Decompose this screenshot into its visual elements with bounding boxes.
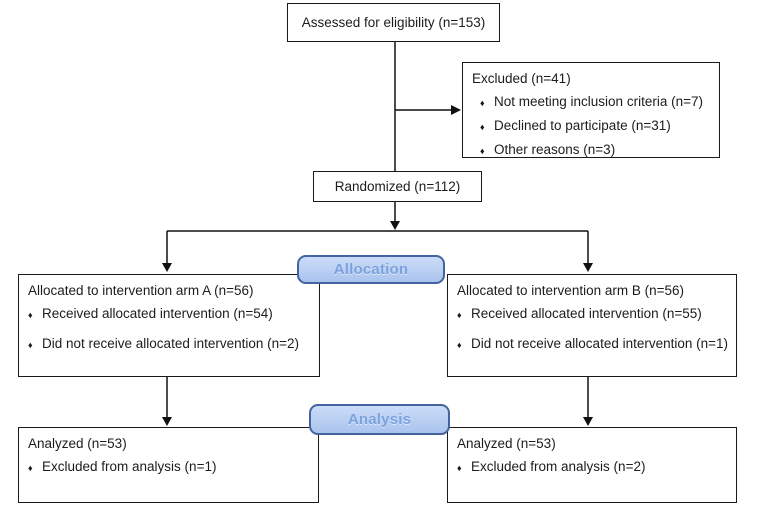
diamond-bullet-icon: ♦ bbox=[480, 98, 485, 108]
arrowhead-down-icon bbox=[583, 263, 593, 272]
diamond-bullet-icon: ♦ bbox=[457, 340, 462, 350]
diamond-bullet-icon: ♦ bbox=[28, 340, 33, 350]
allocation-banner-label: Allocation bbox=[333, 261, 409, 278]
arm-b-title: Allocated to intervention arm B (n=56) bbox=[457, 283, 684, 298]
diamond-bullet-icon: ♦ bbox=[480, 146, 485, 156]
arrowhead-right-icon bbox=[451, 105, 461, 115]
excluded-box: Excluded (n=41) ♦ Not meeting inclusion … bbox=[462, 62, 720, 158]
assessed-label: Assessed for eligibility (n=153) bbox=[301, 14, 486, 30]
arm-a-title: Allocated to intervention arm A (n=56) bbox=[28, 283, 254, 298]
analysis-a-title: Analyzed (n=53) bbox=[28, 436, 127, 451]
list-item: ♦ Not meeting inclusion criteria (n=7) bbox=[472, 92, 711, 113]
excluded-title: Excluded (n=41) bbox=[472, 71, 571, 86]
arm-a-box: Allocated to intervention arm A (n=56) ♦… bbox=[18, 274, 320, 377]
diamond-bullet-icon: ♦ bbox=[28, 463, 33, 473]
list-item: ♦ Did not receive allocated intervention… bbox=[28, 334, 311, 355]
randomized-label: Randomized (n=112) bbox=[334, 178, 461, 194]
list-item: ♦ Received allocated intervention (n=54) bbox=[28, 304, 311, 325]
analysis-a-box: Analyzed (n=53) ♦ Excluded from analysis… bbox=[18, 427, 319, 503]
randomized-box: Randomized (n=112) bbox=[313, 171, 482, 202]
list-item: ♦ Declined to participate (n=31) bbox=[472, 116, 711, 137]
arrowhead-down-icon bbox=[162, 417, 172, 426]
list-item: ♦ Did not receive allocated intervention… bbox=[457, 334, 728, 355]
list-item: ♦ Excluded from analysis (n=1) bbox=[28, 457, 310, 478]
list-item-label: Not meeting inclusion criteria (n=7) bbox=[494, 94, 703, 109]
assessed-box: Assessed for eligibility (n=153) bbox=[287, 3, 500, 42]
list-item: ♦ Received allocated intervention (n=55) bbox=[457, 304, 728, 325]
diamond-bullet-icon: ♦ bbox=[480, 122, 485, 132]
list-item-label: Did not receive allocated intervention (… bbox=[471, 336, 729, 351]
arrowhead-down-icon bbox=[162, 263, 172, 272]
list-item-label: Excluded from analysis (n=2) bbox=[471, 459, 646, 474]
list-item: ♦ Other reasons (n=3) bbox=[472, 140, 711, 161]
arm-b-box: Allocated to intervention arm B (n=56) ♦… bbox=[447, 274, 737, 377]
list-item-label: Declined to participate (n=31) bbox=[494, 118, 671, 133]
list-item-label: Other reasons (n=3) bbox=[494, 142, 616, 157]
analysis-banner: Analysis bbox=[309, 404, 450, 435]
list-item-label: Received allocated intervention (n=54) bbox=[42, 306, 273, 321]
diamond-bullet-icon: ♦ bbox=[28, 310, 33, 320]
list-item-label: Excluded from analysis (n=1) bbox=[42, 459, 217, 474]
allocation-banner: Allocation bbox=[297, 255, 445, 284]
analysis-b-title: Analyzed (n=53) bbox=[457, 436, 556, 451]
list-item-label: Did not receive allocated intervention (… bbox=[42, 336, 300, 351]
analysis-banner-label: Analysis bbox=[347, 411, 412, 428]
arrowhead-down-icon bbox=[583, 417, 593, 426]
list-item: ♦ Excluded from analysis (n=2) bbox=[457, 457, 728, 478]
list-item-label: Received allocated intervention (n=55) bbox=[471, 306, 702, 321]
diamond-bullet-icon: ♦ bbox=[457, 310, 462, 320]
diamond-bullet-icon: ♦ bbox=[457, 463, 462, 473]
arrowhead-down-icon bbox=[390, 221, 400, 230]
analysis-b-box: Analyzed (n=53) ♦ Excluded from analysis… bbox=[447, 427, 737, 503]
